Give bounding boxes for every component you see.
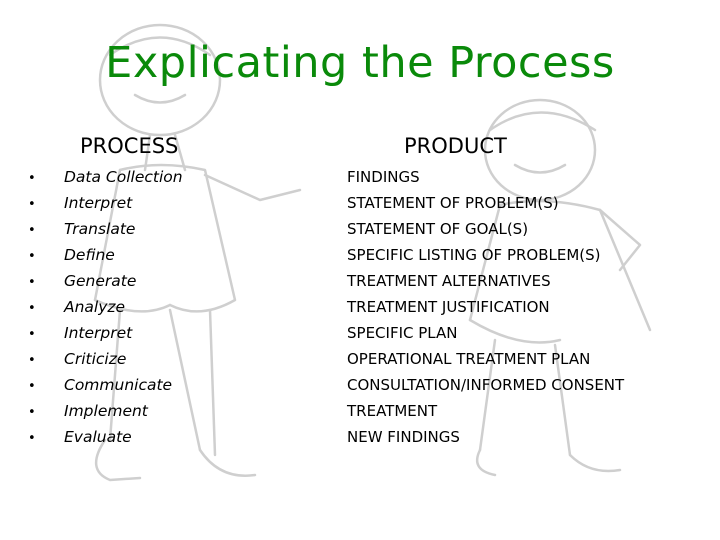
bullet: • (28, 301, 36, 316)
bullet: • (28, 197, 36, 212)
bullet: • (28, 431, 36, 446)
process-item: Analyze (64, 298, 126, 316)
product-list: FINDINGS STATEMENT OF PROBLEM(S) STATEME… (347, 164, 624, 450)
bullet: • (28, 223, 36, 238)
list-item: • Communicate (28, 372, 183, 398)
bullet: • (28, 379, 36, 394)
product-item: CONSULTATION/INFORMED CONSENT (347, 376, 625, 394)
product-item: STATEMENT OF GOAL(S) (347, 220, 529, 238)
bullet: • (28, 353, 36, 368)
product-item: TREATMENT JUSTIFICATION (347, 298, 550, 316)
product-item: SPECIFIC PLAN (347, 324, 458, 342)
process-item: Define (64, 246, 115, 264)
list-item: • Data Collection (28, 164, 183, 190)
process-item: Translate (64, 220, 136, 238)
process-item: Interpret (64, 194, 133, 212)
process-column-header: PROCESS (80, 134, 179, 158)
bullet: • (28, 327, 36, 342)
list-item: • Interpret (28, 190, 183, 216)
page-title: Explicating the Process (105, 38, 615, 88)
bullet: • (28, 405, 36, 420)
list-item: • Implement (28, 398, 183, 424)
product-item: FINDINGS (347, 168, 420, 186)
list-item: • Analyze (28, 294, 183, 320)
bullet: • (28, 275, 36, 290)
process-item: Criticize (64, 350, 127, 368)
list-item: • Interpret (28, 320, 183, 346)
product-item: STATEMENT OF PROBLEM(S) (347, 194, 559, 212)
bullet: • (28, 249, 36, 264)
process-item: Evaluate (64, 428, 132, 446)
list-item: • Define (28, 242, 183, 268)
product-item: OPERATIONAL TREATMENT PLAN (347, 350, 591, 368)
product-column-header: PRODUCT (404, 134, 507, 158)
product-item: TREATMENT (347, 402, 438, 420)
process-item: Data Collection (64, 168, 183, 186)
list-item: • Translate (28, 216, 183, 242)
product-item: NEW FINDINGS (347, 428, 460, 446)
process-item: Implement (64, 402, 148, 420)
list-item: • Criticize (28, 346, 183, 372)
process-item: Interpret (64, 324, 133, 342)
list-item: • Generate (28, 268, 183, 294)
bullet: • (28, 171, 36, 186)
process-item: Communicate (64, 376, 173, 394)
process-item: Generate (64, 272, 137, 290)
product-item: SPECIFIC LISTING OF PROBLEM(S) (347, 246, 601, 264)
process-list: • Data Collection • Interpret • Translate •… (28, 164, 183, 450)
product-item: TREATMENT ALTERNATIVES (347, 272, 551, 290)
list-item: • Evaluate (28, 424, 183, 450)
